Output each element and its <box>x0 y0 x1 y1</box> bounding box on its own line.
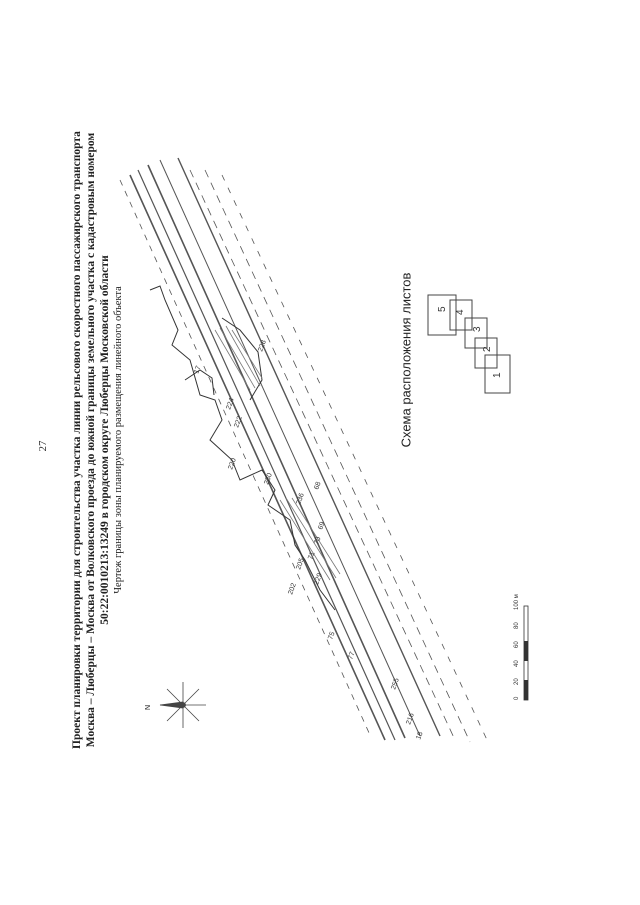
scale-bar: 0 20 40 60 80 100 м <box>514 594 529 701</box>
map-label: 71 <box>307 551 316 561</box>
scale-tick: 40 <box>514 660 520 667</box>
map-label: 77 <box>347 651 356 661</box>
map-label: 255 <box>390 677 401 690</box>
map-label: 75 <box>327 631 336 641</box>
scale-tick: 80 <box>514 622 520 629</box>
map-label: 222 <box>233 415 244 428</box>
map-label: 236 <box>295 492 306 505</box>
scale-tick: 100 м <box>514 594 520 610</box>
hatched-area <box>214 325 341 581</box>
sheet-scheme-label-wrap: Схема расположения листов <box>395 260 417 460</box>
map-label: 69 <box>317 521 326 531</box>
sheet-scheme <box>427 294 511 394</box>
map-label: 70 <box>313 536 322 546</box>
map-label: 224 <box>225 397 236 410</box>
sheet-number: 3 <box>472 326 483 332</box>
map-label: 68 <box>313 481 322 491</box>
scale-tick: 20 <box>514 678 520 685</box>
zone-boundary <box>149 285 336 611</box>
map-label: 202 <box>287 582 298 595</box>
map-label: 229 <box>313 572 324 585</box>
railway-corridor <box>119 157 489 743</box>
compass-rose-icon <box>159 682 206 728</box>
map-label: 228 <box>257 339 268 352</box>
sheet-scheme-label: Схема расположения листов <box>398 272 414 448</box>
map-label: 220 <box>227 457 238 470</box>
sheet-number: 1 <box>492 372 503 378</box>
scale-tick: 60 <box>514 641 520 648</box>
map-label: 230 <box>263 472 274 485</box>
sheet-number: 5 <box>437 306 448 312</box>
map-label: 216 <box>405 712 416 725</box>
scale-tick: 0 <box>514 696 520 700</box>
map-label: 205 <box>295 557 306 570</box>
map-label: 17 <box>193 365 202 375</box>
sheet-number: 4 <box>455 309 466 315</box>
map-label: 18 <box>415 731 424 741</box>
compass-north-label: N <box>145 705 152 710</box>
sheet-number: 2 <box>482 346 493 352</box>
